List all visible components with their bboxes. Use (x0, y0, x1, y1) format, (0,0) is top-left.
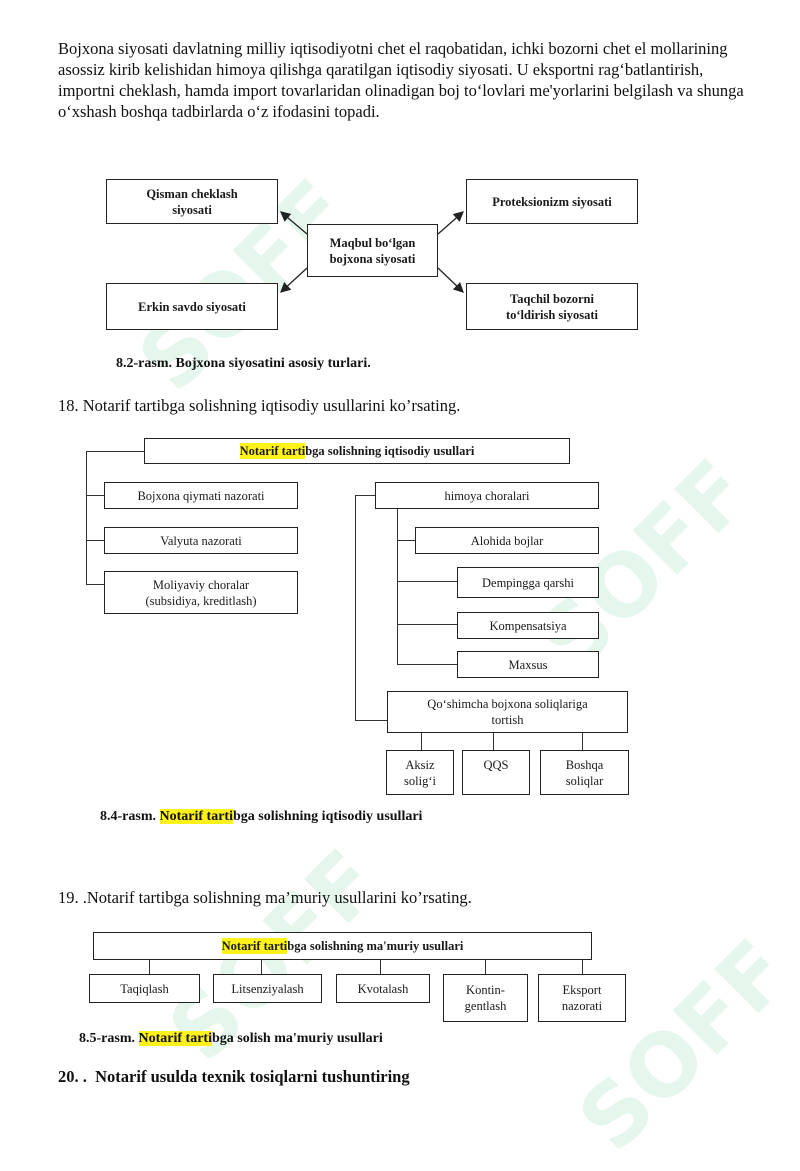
box-qisman-cheklash: Qisman cheklash siyosati (106, 179, 278, 224)
connector (86, 584, 104, 586)
box-moliyaviy-choralar: Moliyaviy choralar (subsidiya, kreditlas… (104, 571, 298, 614)
connector (397, 581, 457, 583)
box-taqiqlash: Taqiqlash (89, 974, 200, 1003)
title-rest: bga solishning iqtisodiy usullari (305, 444, 475, 458)
connector (86, 495, 104, 497)
connector (397, 540, 415, 542)
box-eksport-nazorati: Eksport nazorati (538, 974, 626, 1022)
connector (380, 960, 382, 974)
question-18: 18. Notarif tartibga solishning iqtisodi… (58, 396, 461, 415)
question-19: 19. .Notarif tartibga solishning ma’muri… (58, 888, 472, 907)
box-maqbul-siyosat: Maqbul bo‘lgan bojxona siyosati (307, 224, 438, 277)
box-valyuta-nazorati: Valyuta nazorati (104, 527, 298, 554)
connector (397, 508, 399, 665)
connector (493, 733, 495, 750)
connector (355, 495, 375, 497)
title-rest: bga solishning ma'muriy usullari (287, 939, 464, 953)
intro-paragraph: Bojxona siyosati davlatning milliy iqtis… (58, 39, 744, 121)
caption-prefix: 8.4-rasm. (100, 809, 160, 824)
box-alohida-bojlar: Alohida bojlar (415, 527, 599, 554)
question-20: 20. . Notarif usulda texnik tosiqlarni t… (58, 1067, 410, 1086)
box-dempingga-qarshi: Dempingga qarshi (457, 567, 599, 598)
caption-8-2: 8.2-rasm. Bojxona siyosatini asosiy turl… (116, 356, 371, 371)
box-kvotalash: Kvotalash (336, 974, 430, 1003)
box-erkin-savdo: Erkin savdo siyosati (106, 283, 278, 330)
box-kontingentlash: Kontin-gentlash (443, 974, 528, 1022)
box-taqchil-bozor: Taqchil bozorni to‘ldirish siyosati (466, 283, 638, 330)
box-himoya-choralari: himoya choralari (375, 482, 599, 509)
connector (397, 664, 457, 666)
connector (86, 540, 104, 542)
caption-8-5: 8.5-rasm. Notarif tartibga solish ma'mur… (79, 1031, 383, 1047)
caption-highlight: Notarif tarti (138, 1031, 212, 1046)
connector (149, 960, 151, 974)
box-litsenziyalash: Litsenziyalash (213, 974, 322, 1003)
connector (86, 451, 144, 453)
connector (355, 495, 357, 721)
connector (582, 733, 584, 750)
box-bojxona-qiymati: Bojxona qiymati nazorati (104, 482, 298, 509)
box-proteksionizm: Proteksionizm siyosati (466, 179, 638, 224)
connector (485, 960, 487, 974)
box-aksiz-soligi: Aksiz solig‘i (386, 750, 454, 795)
caption-highlight: Notarif tarti (159, 809, 233, 824)
box-kompensatsiya: Kompensatsiya (457, 612, 599, 639)
box-qqs: QQS (462, 750, 530, 795)
box-qoshimcha-soliqlar: Qo‘shimcha bojxona soliqlariga tortish (387, 691, 628, 733)
connector (421, 733, 423, 750)
caption-rest: bga solishning iqtisodiy usullari (232, 809, 423, 824)
connector (355, 720, 387, 722)
box-maxsus: Maxsus (457, 651, 599, 678)
box-boshqa-soliqlar: Boshqa soliqlar (540, 750, 629, 795)
connector (261, 960, 263, 974)
title-highlight: Notarif tarti (239, 443, 306, 459)
caption-rest: bga solish ma'muriy usullari (211, 1031, 383, 1046)
watermark: SOFF (560, 921, 800, 1171)
connector (582, 960, 584, 974)
caption-8-4: 8.4-rasm. Notarif tartibga solishning iq… (100, 809, 422, 825)
caption-prefix: 8.5-rasm. (79, 1031, 139, 1046)
connector (86, 451, 88, 585)
connector (397, 624, 457, 626)
title-highlight: Notarif tarti (221, 938, 288, 954)
